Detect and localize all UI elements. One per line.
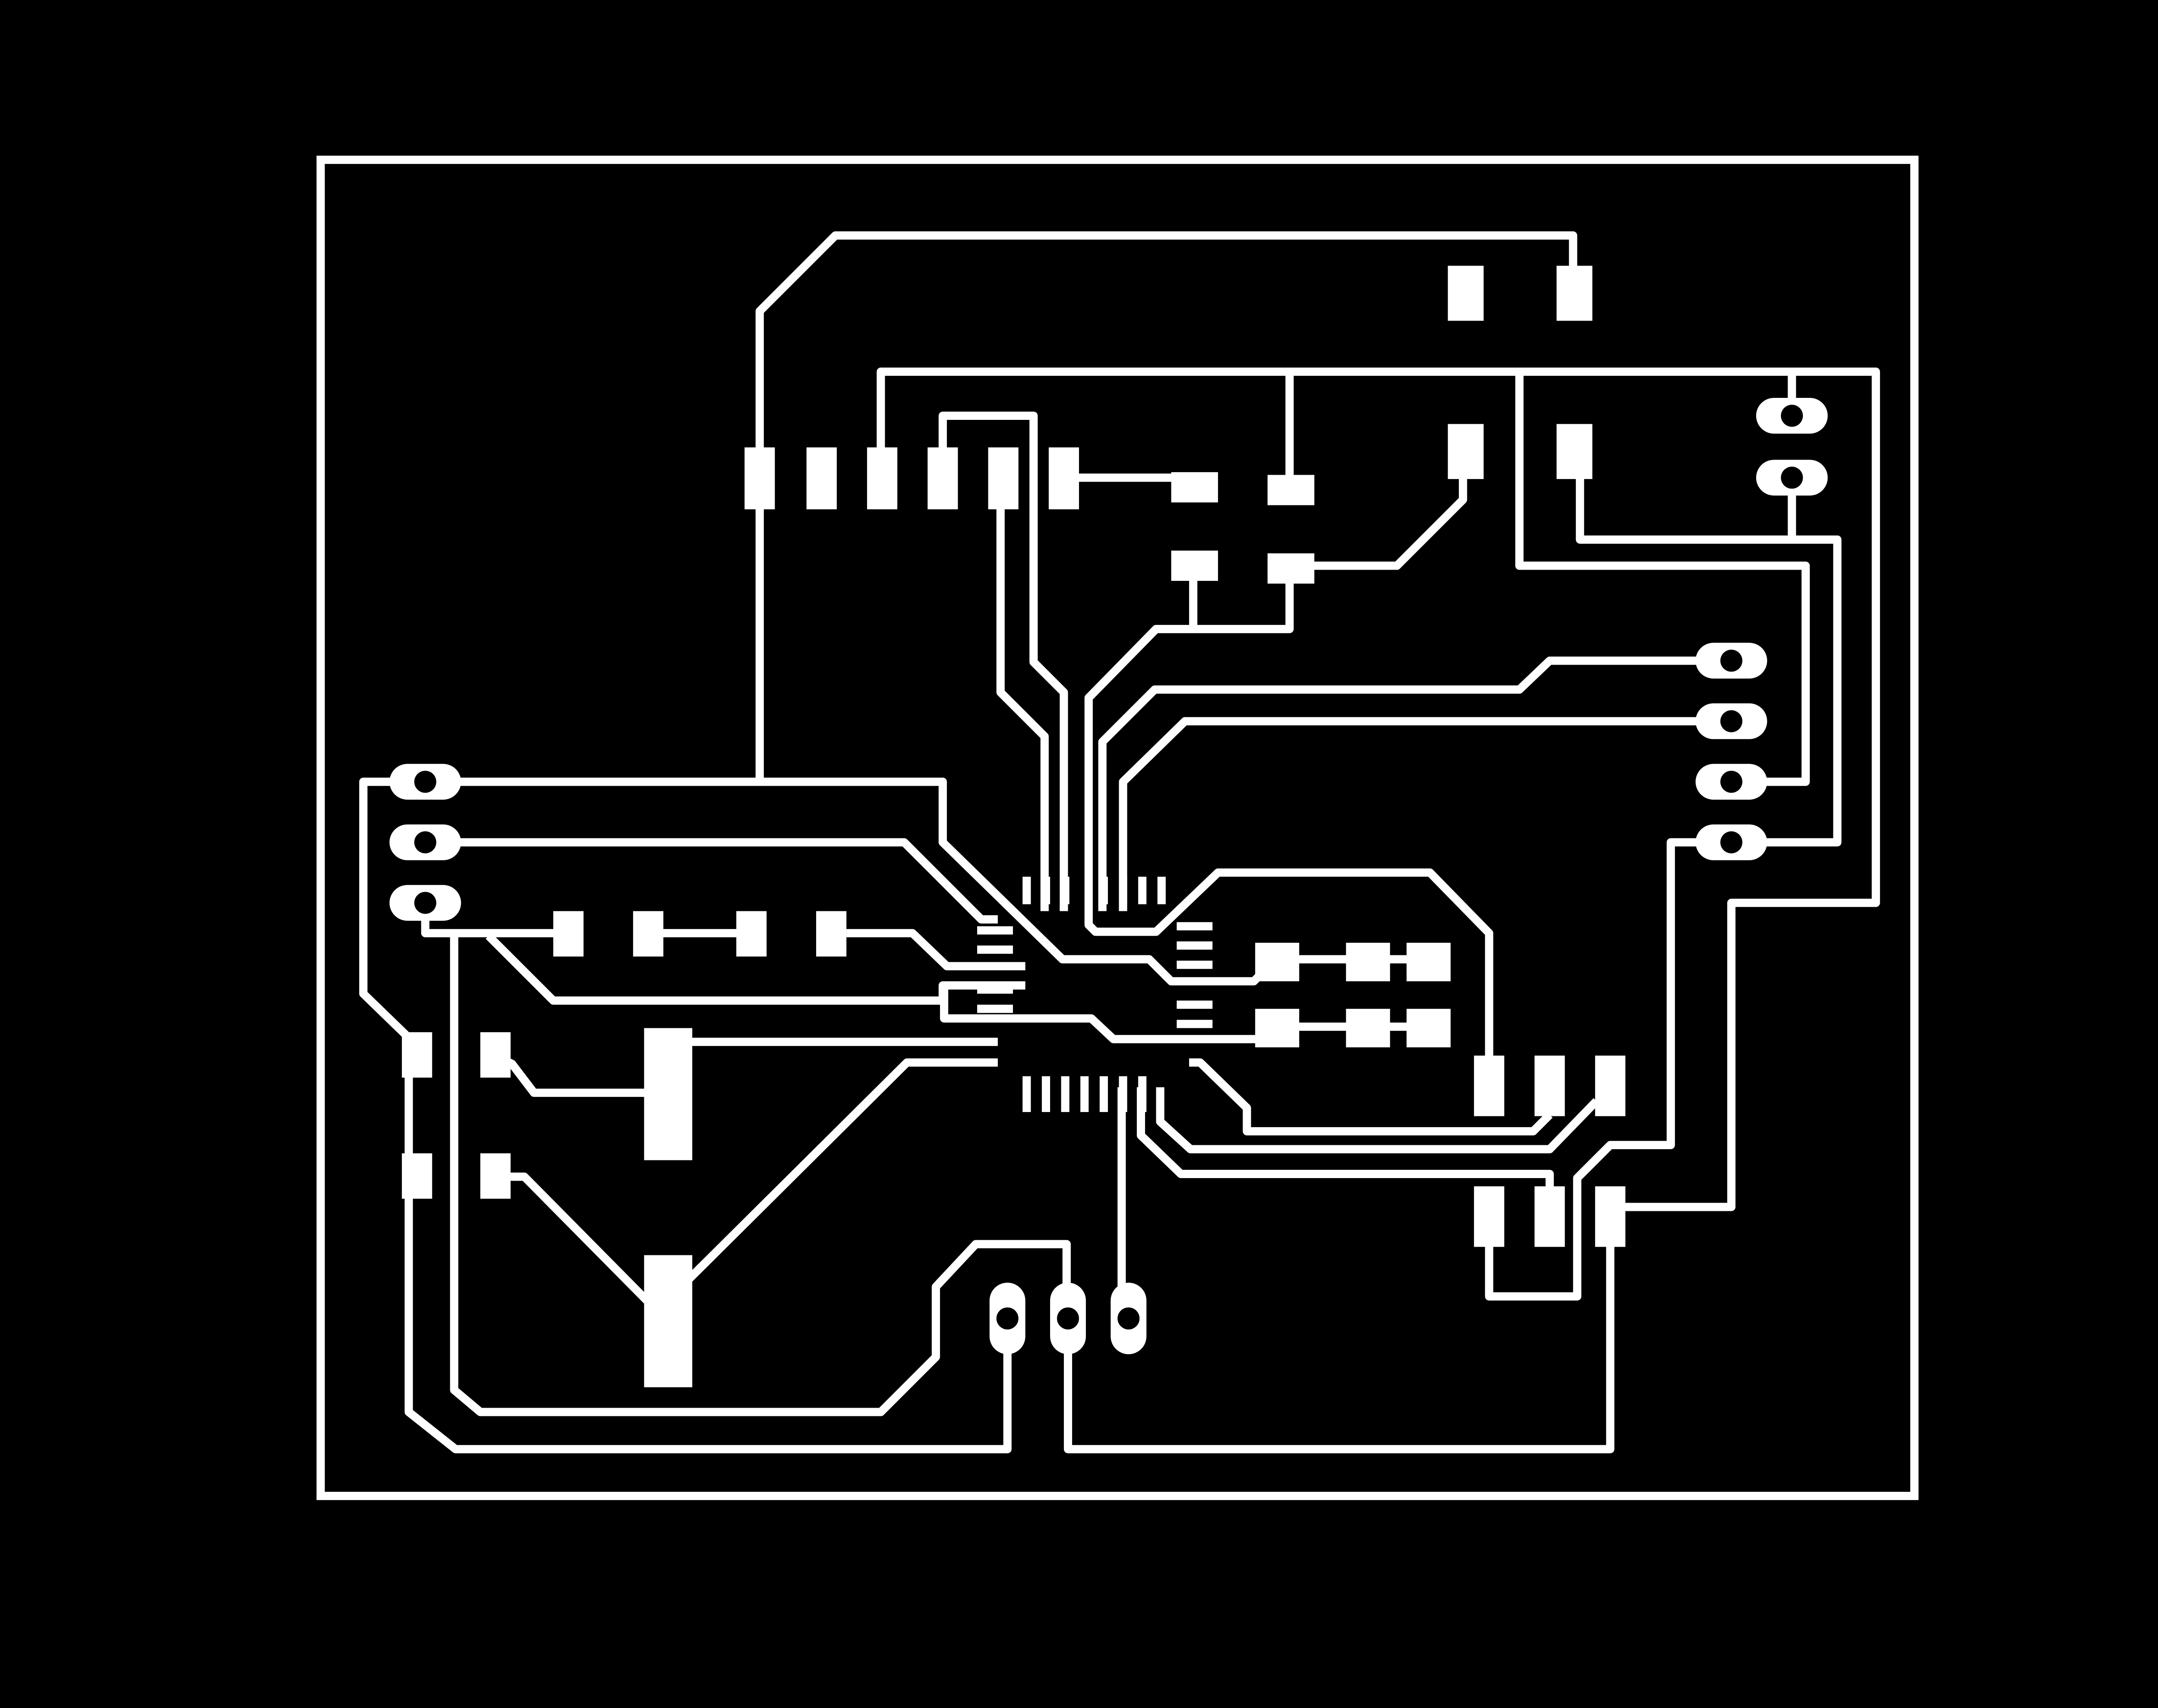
ic-pin-pad bbox=[1061, 1076, 1070, 1112]
large-pad bbox=[644, 1255, 692, 1387]
smd-pad bbox=[1346, 1008, 1390, 1048]
header-pad bbox=[988, 447, 1019, 510]
trace bbox=[455, 838, 998, 924]
ic-pin-pad bbox=[1177, 941, 1213, 950]
ic-pin-pad bbox=[1099, 876, 1108, 904]
drill-hole bbox=[1720, 771, 1742, 793]
ic-pin-pad bbox=[1177, 1000, 1213, 1009]
trace bbox=[1084, 565, 1493, 1087]
smd-pad bbox=[1171, 550, 1218, 581]
header-pad bbox=[867, 447, 898, 510]
trace bbox=[940, 985, 1298, 1043]
header-pad bbox=[745, 447, 775, 510]
ic-pin-pad bbox=[977, 985, 1013, 994]
trace bbox=[1189, 1058, 1553, 1136]
drill-hole bbox=[414, 831, 436, 854]
smd-pad bbox=[1448, 265, 1484, 321]
trace bbox=[450, 933, 1071, 1416]
smd-pad bbox=[1474, 1186, 1505, 1247]
ic-pin-pad bbox=[1061, 876, 1070, 904]
ic-pin-pad bbox=[1119, 1076, 1127, 1112]
ic-pin-pad bbox=[1138, 1076, 1147, 1112]
ic-pin-pad bbox=[1099, 1076, 1108, 1112]
pcb-layout bbox=[316, 155, 1919, 1500]
pads bbox=[389, 265, 1828, 1387]
smd-pad bbox=[1171, 472, 1218, 503]
smd-pad bbox=[553, 911, 584, 957]
trace bbox=[1098, 656, 1732, 911]
smd-pad bbox=[1406, 942, 1451, 981]
smd-pad bbox=[1255, 1008, 1300, 1048]
ic-pin-pad bbox=[1022, 876, 1031, 904]
smd-pad bbox=[1534, 1186, 1565, 1247]
smd-pad bbox=[1346, 942, 1390, 981]
ic-pin-pad bbox=[1157, 876, 1166, 904]
drill-hole bbox=[1720, 710, 1742, 732]
smd-pad bbox=[1474, 1056, 1505, 1116]
header-pad bbox=[928, 447, 958, 510]
trace bbox=[877, 367, 1880, 1211]
smd-pad bbox=[816, 911, 847, 957]
smd-pad bbox=[480, 1032, 511, 1078]
header-pad bbox=[806, 447, 837, 510]
smd-pad bbox=[1406, 1008, 1451, 1048]
drill-hole bbox=[1057, 1307, 1079, 1330]
trace bbox=[1156, 1087, 1600, 1153]
smd-pad bbox=[1556, 424, 1593, 479]
smd-pad bbox=[402, 1153, 432, 1199]
ic-pin-pad bbox=[1138, 876, 1147, 904]
trace bbox=[1576, 426, 1842, 847]
ic-pin-pad bbox=[977, 1005, 1013, 1013]
smd-pad bbox=[1595, 1056, 1625, 1116]
smd-pad bbox=[1448, 424, 1484, 479]
trace bbox=[1515, 372, 1810, 786]
smd-pad bbox=[402, 1032, 432, 1078]
smd-pad bbox=[1556, 265, 1593, 321]
ic-pin-pad bbox=[1177, 1020, 1213, 1028]
smd-pad bbox=[1267, 553, 1315, 584]
drill-hole bbox=[1781, 466, 1803, 489]
drill-hole bbox=[1781, 404, 1803, 427]
smd-pad bbox=[736, 911, 767, 957]
trace bbox=[938, 411, 1068, 911]
drill-hole bbox=[1720, 649, 1742, 672]
ic-pin-pad bbox=[1022, 1076, 1031, 1112]
smd-pad bbox=[480, 1153, 511, 1199]
trace bbox=[359, 778, 1012, 1453]
trace bbox=[1485, 838, 1707, 1301]
trace bbox=[1063, 1245, 1615, 1453]
trace bbox=[996, 477, 1049, 911]
smd-pad bbox=[633, 911, 663, 957]
ic-pin-pad bbox=[1041, 876, 1051, 904]
ic-pin-pad bbox=[1177, 922, 1213, 931]
ic-pin-pad bbox=[1119, 876, 1127, 904]
ic-pin-pad bbox=[977, 945, 1013, 954]
drill-hole bbox=[414, 771, 436, 793]
smd-pad bbox=[1255, 942, 1300, 981]
ic-pin-pad bbox=[1041, 1076, 1051, 1112]
header-pad bbox=[1048, 447, 1079, 510]
smd-pad bbox=[1267, 475, 1315, 505]
ic-pin-pad bbox=[977, 926, 1013, 935]
smd-pad bbox=[1534, 1056, 1565, 1116]
drill-hole bbox=[1720, 831, 1742, 854]
trace bbox=[1136, 1087, 1554, 1197]
large-pad bbox=[644, 1028, 692, 1160]
trace bbox=[685, 1058, 998, 1283]
ic-pin-pad bbox=[1080, 1076, 1089, 1112]
drill-hole bbox=[1117, 1307, 1140, 1330]
trace bbox=[846, 929, 1025, 971]
ic-pin-pad bbox=[1177, 961, 1213, 969]
drill-hole bbox=[996, 1307, 1019, 1330]
smd-pad bbox=[1595, 1186, 1625, 1247]
board-outline bbox=[316, 155, 1919, 1500]
trace bbox=[1119, 717, 1732, 911]
drill-hole bbox=[414, 892, 436, 914]
traces bbox=[359, 231, 1880, 1453]
